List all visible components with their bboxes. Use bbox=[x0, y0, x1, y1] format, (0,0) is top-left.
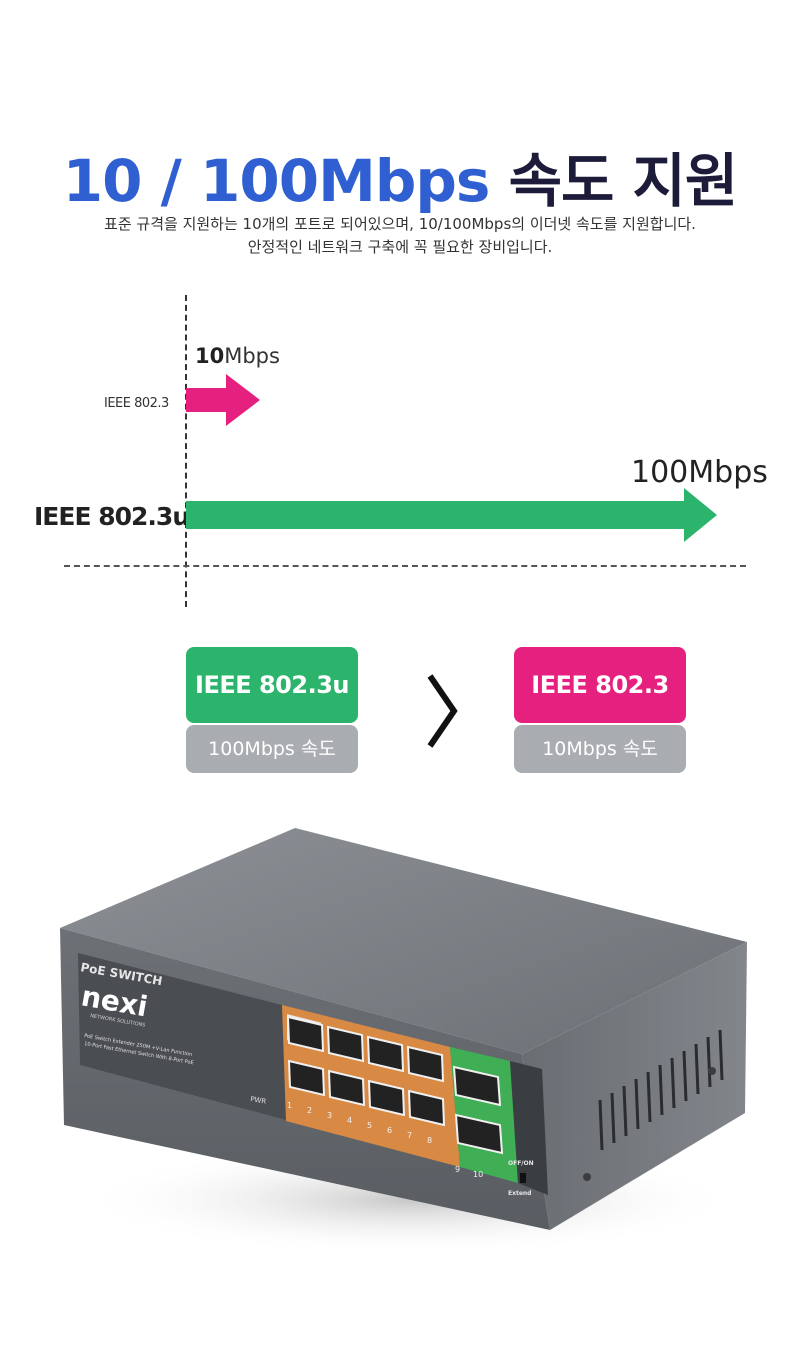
uplink-label-9: 9 bbox=[455, 1165, 460, 1174]
svg-text:2: 2 bbox=[307, 1106, 312, 1115]
standard-ieee-802-3: IEEE 802.3 bbox=[104, 396, 169, 411]
standard-ieee-802-3u: IEEE 802.3u bbox=[34, 502, 190, 531]
badge-10mbps-speed: 10Mbps 속도 bbox=[514, 725, 686, 773]
svg-text:8: 8 bbox=[427, 1136, 432, 1145]
subtitle-line-2: 안정적인 네트워크 구축에 꼭 필요한 장비입니다. bbox=[247, 238, 553, 256]
poe-switch-image: PoE SWITCH nexi NETWORK SOLUTIONS PoE Sw… bbox=[60, 828, 747, 1255]
badge-ieee-802-3u: IEEE 802.3u bbox=[186, 647, 358, 723]
badge-100mbps-speed: 100Mbps 속도 bbox=[186, 725, 358, 773]
label-pwr: PWR bbox=[250, 1095, 267, 1106]
label-10mbps: 10Mbps bbox=[195, 344, 280, 368]
svg-text:5: 5 bbox=[367, 1121, 372, 1130]
screw-icon bbox=[583, 1173, 591, 1181]
rj45-ports bbox=[286, 1015, 446, 1127]
label-10-number: 10 bbox=[195, 344, 225, 368]
green-arrow-icon bbox=[186, 488, 717, 542]
uplink-port-9 bbox=[452, 1065, 502, 1107]
label-100mbps: 100Mbps bbox=[631, 455, 768, 490]
svg-text:6: 6 bbox=[387, 1126, 392, 1135]
port-number-labels: 1 2 3 4 5 6 7 8 bbox=[287, 1101, 432, 1145]
pink-arrow-icon bbox=[186, 374, 260, 426]
title-speed: 10 / 100Mbps bbox=[62, 147, 491, 215]
label-extend: Extend bbox=[508, 1190, 531, 1197]
label-10-unit: Mbps bbox=[224, 344, 280, 368]
horizontal-dashed-baseline bbox=[64, 565, 746, 567]
svg-text:4: 4 bbox=[347, 1116, 352, 1125]
label-off-on: OFF/ON bbox=[508, 1160, 534, 1167]
extend-toggle-switch bbox=[520, 1173, 526, 1183]
switch-side-panel bbox=[522, 942, 747, 1230]
subtitle-line-1: 표준 규격을 지원하는 10개의 포트로 되어있으며, 10/100Mbps의 … bbox=[104, 215, 696, 233]
page-title: 10 / 100Mbps 속도 지원 bbox=[0, 143, 800, 219]
badge-ieee-802-3: IEEE 802.3 bbox=[514, 647, 686, 723]
screw-icon bbox=[708, 1067, 716, 1075]
uplink-label-10: 10 bbox=[473, 1170, 483, 1179]
chevron-right-icon bbox=[427, 674, 458, 748]
vertical-dashed-axis bbox=[185, 295, 187, 607]
svg-text:1: 1 bbox=[287, 1101, 292, 1110]
switch-top-panel bbox=[60, 828, 747, 1054]
svg-text:3: 3 bbox=[327, 1111, 332, 1120]
uplink-port-10 bbox=[454, 1113, 504, 1155]
svg-text:7: 7 bbox=[407, 1131, 412, 1140]
vent-slots bbox=[598, 1029, 724, 1151]
title-support: 속도 지원 bbox=[508, 147, 739, 215]
